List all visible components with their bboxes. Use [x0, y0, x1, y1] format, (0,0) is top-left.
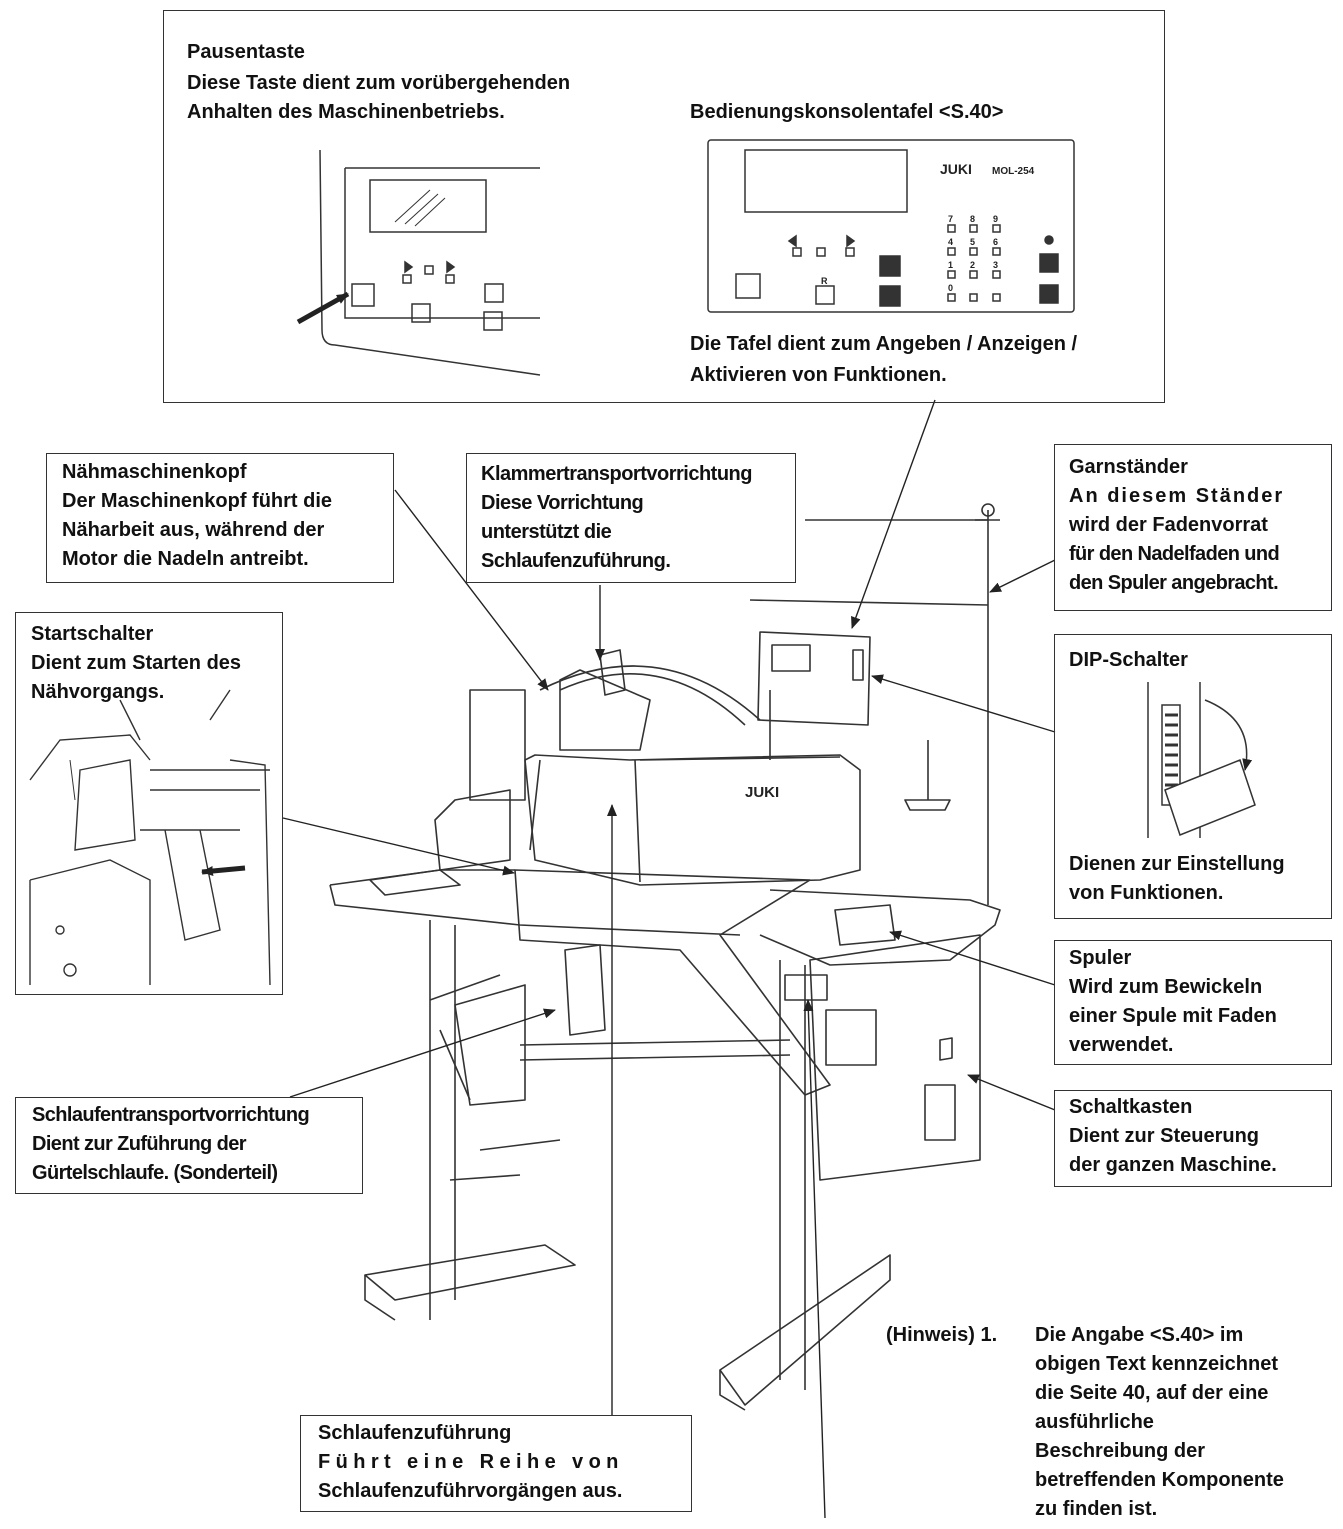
winder-line-2: einer Spule mit Faden — [1069, 1005, 1277, 1027]
note-line-4: ausführliche — [1035, 1411, 1154, 1433]
clamp-line-2: unterstützt die — [481, 521, 612, 543]
svg-text:7: 7 — [948, 214, 953, 224]
leader-dip — [871, 674, 1056, 733]
callout-loop-transport-text: Schlaufentransportvorrichtung Dient zur … — [32, 1101, 310, 1188]
thread-stand-line-3: für den Nadelfaden und — [1069, 543, 1280, 565]
loop-feeder-title: Schlaufenzuführung — [318, 1422, 512, 1444]
leader-winder — [889, 930, 1056, 986]
dip-title: DIP-Schalter — [1069, 649, 1188, 671]
leader-head — [394, 489, 549, 691]
note-line-5: Beschreibung der — [1035, 1440, 1206, 1462]
clamp-line-3: Schlaufenzuführung. — [481, 550, 671, 572]
console-panel-drawing — [707, 139, 1075, 313]
winder-line-1: Wird zum Bewickeln — [1069, 976, 1263, 998]
start-arrow — [201, 865, 246, 876]
panel-box — [163, 10, 1165, 403]
note-line-6: betreffenden Komponente — [1035, 1469, 1284, 1491]
svg-text:0: 0 — [948, 283, 953, 293]
console-brand-label: JUKI — [940, 161, 972, 177]
note-text: Die Angabe <S.40> im obigen Text kennzei… — [1035, 1321, 1284, 1524]
leader-lines — [282, 399, 1056, 1519]
svg-text:2: 2 — [970, 260, 975, 270]
callout-control-box — [1054, 1090, 1332, 1187]
leader-control-box — [967, 1074, 1056, 1111]
note-line-3: die Seite 40, auf der eine — [1035, 1382, 1269, 1404]
note-prefix: (Hinweis) 1. — [886, 1324, 998, 1346]
pause-key-desc-1: Diese Taste dient zum vorübergehenden — [187, 72, 571, 94]
note-line-1: Die Angabe <S.40> im — [1035, 1324, 1244, 1346]
callout-thread-stand-text: Garnständer An diesem Ständer wird der F… — [1069, 453, 1284, 598]
thread-stand-title: Garnständer — [1069, 456, 1188, 478]
machine-brand-label: JUKI — [745, 784, 779, 801]
start-title: Startschalter — [31, 623, 154, 645]
dip-switch-drawing — [1147, 682, 1256, 838]
callout-start — [15, 612, 283, 995]
pause-arrow — [296, 291, 350, 325]
callout-loop-feeder — [300, 1415, 692, 1512]
callout-dip — [1054, 634, 1332, 919]
start-switch-drawing — [29, 689, 271, 986]
control-box-title: Schaltkasten — [1069, 1096, 1193, 1118]
loop-transport-line-2: Gürtelschlaufe. (Sonderteil) — [32, 1162, 278, 1184]
thread-stand-line-2: wird der Fadenvorrat — [1069, 514, 1268, 536]
leader-console — [851, 399, 936, 629]
svg-text:5: 5 — [970, 237, 975, 247]
winder-line-3: verwendet. — [1069, 1034, 1174, 1056]
leader-loop-transport — [289, 1008, 556, 1098]
console-key-r: R — [821, 276, 828, 286]
callout-dip-text: Dienen zur Einstellung von Funktionen. — [1069, 850, 1285, 908]
callout-loop-feeder-text: Schlaufenzuführung Führt eine Reihe von … — [318, 1419, 624, 1506]
control-box-line-2: der ganzen Maschine. — [1069, 1154, 1277, 1176]
note-line-2: obigen Text kennzeichnet — [1035, 1353, 1278, 1375]
svg-text:8: 8 — [970, 214, 975, 224]
callout-clamp — [466, 453, 796, 583]
loop-transport-line-1: Dient zur Zuführung der — [32, 1133, 247, 1155]
callout-head — [46, 453, 394, 583]
leader-clamp-bottom — [803, 999, 826, 1519]
start-line-2: Nähvorgangs. — [31, 681, 165, 703]
callout-thread-stand — [1054, 444, 1332, 611]
loop-feeder-line-2: Schlaufenzuführvorgängen aus. — [318, 1480, 623, 1502]
loop-transport-title: Schlaufentransportvorrichtung — [32, 1104, 310, 1126]
dip-line-1: Dienen zur Einstellung — [1069, 853, 1285, 875]
svg-text:4: 4 — [948, 237, 953, 247]
machine-body — [329, 503, 1001, 1411]
callout-clamp-text: Klammertransportvorrichtung Diese Vorric… — [481, 460, 753, 576]
callout-control-box-text: Schaltkasten Dient zur Steuerung der gan… — [1069, 1093, 1277, 1180]
svg-text:3: 3 — [993, 260, 998, 270]
loop-feeder-line-1: Führt eine Reihe von — [318, 1451, 624, 1473]
leader-start — [282, 817, 515, 876]
svg-text:1: 1 — [948, 260, 953, 270]
winder-title: Spuler — [1069, 947, 1132, 969]
console-title: Bedienungskonsolentafel <S.40> — [690, 101, 1004, 123]
callout-start-text: Startschalter Dient zum Starten des Nähv… — [31, 620, 241, 707]
note-line-7: zu finden ist. — [1035, 1498, 1158, 1520]
start-line-1: Dient zum Starten des — [31, 652, 242, 674]
callout-winder — [1054, 940, 1332, 1065]
dip-line-2: von Funktionen. — [1069, 882, 1224, 904]
thread-stand-line-4: den Spuler angebracht. — [1069, 572, 1279, 594]
control-box-line-1: Dient zur Steuerung — [1069, 1125, 1260, 1147]
head-title: Nähmaschinenkopf — [62, 461, 247, 483]
callout-winder-text: Spuler Wird zum Bewickeln einer Spule mi… — [1069, 944, 1277, 1060]
console-model-label: MOL-254 — [992, 166, 1035, 177]
thread-stand-line-1: An diesem Ständer — [1069, 485, 1285, 507]
callout-head-text: Nähmaschinenkopf Der Maschinenkopf führt… — [62, 458, 332, 574]
console-keypad-labels: 7 8 9 4 5 6 1 2 3 0 — [948, 214, 998, 293]
pause-key-title: Pausentaste — [187, 41, 305, 63]
svg-text:9: 9 — [993, 214, 998, 224]
clamp-title: Klammertransportvorrichtung — [481, 463, 753, 485]
head-line-1: Der Maschinenkopf führt die — [62, 490, 333, 512]
leader-thread-stand — [989, 559, 1056, 593]
clamp-line-1: Diese Vorrichtung — [481, 492, 644, 514]
console-desc-2: Aktivieren von Funktionen. — [690, 364, 947, 386]
head-line-2: Näharbeit aus, während der — [62, 519, 325, 541]
callout-loop-transport — [15, 1097, 363, 1194]
svg-text:6: 6 — [993, 237, 998, 247]
pause-panel-drawing — [319, 149, 541, 376]
pause-key-desc-2: Anhalten des Maschinenbetriebs. — [187, 101, 505, 123]
console-desc-1: Die Tafel dient zum Angeben / Anzeigen / — [690, 333, 1078, 355]
head-line-3: Motor die Nadeln antreibt. — [62, 548, 309, 570]
